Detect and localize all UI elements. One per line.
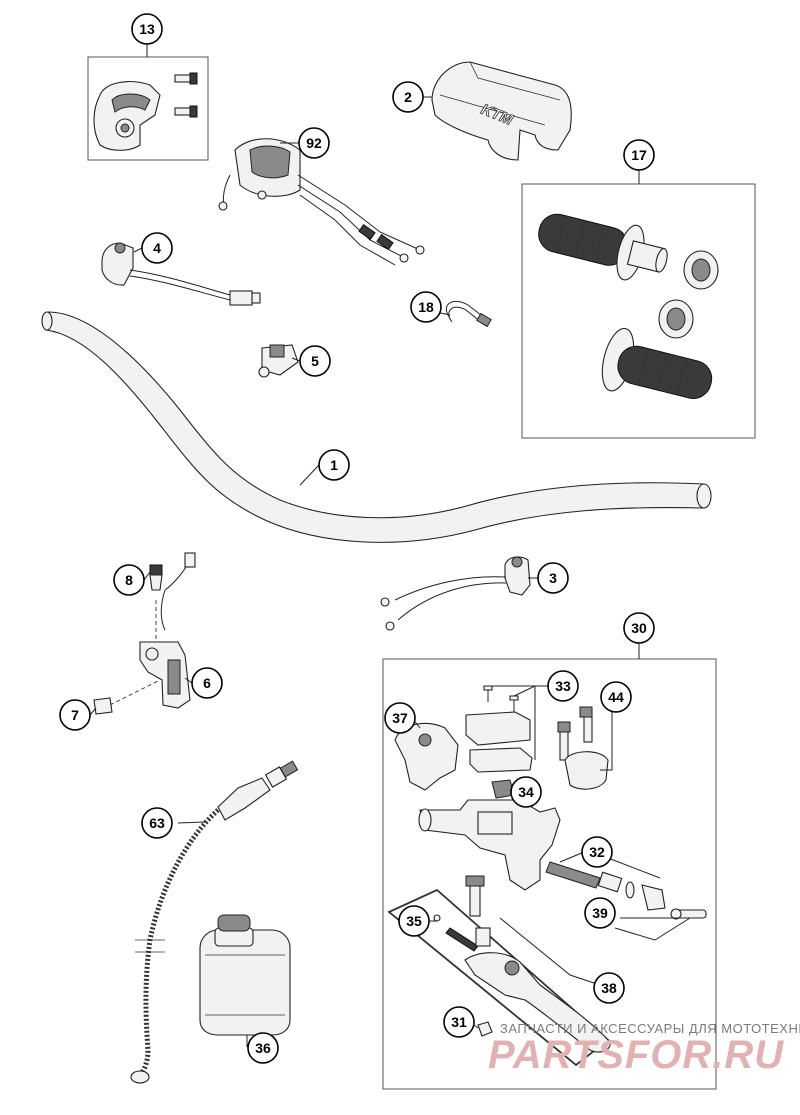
- callout-8: 8: [113, 564, 145, 596]
- throttle-assembly: [218, 138, 425, 266]
- switch-housing: [93, 72, 198, 151]
- callout-38: 38: [593, 972, 625, 1004]
- watermark: ЗАПЧАСТИ И АКСЕССУАРЫ ДЛЯ МОТОТЕХНИКИ PA…: [488, 1021, 800, 1077]
- brake-line: [130, 760, 299, 1084]
- callout-31: 31: [443, 1006, 475, 1038]
- callout-label-4: 4: [153, 240, 161, 256]
- callout-label-38: 38: [601, 980, 617, 996]
- callout-label-5: 5: [311, 353, 319, 369]
- cable-tie: [445, 300, 492, 328]
- watermark-brand: PARTSFOR.RU: [488, 1033, 784, 1077]
- callout-13: 13: [131, 13, 163, 45]
- watermark-subtitle: ЗАПЧАСТИ И АКСЕССУАРЫ ДЛЯ МОТОТЕХНИКИ: [500, 1021, 800, 1036]
- callout-18: 18: [410, 291, 442, 323]
- callout-label-44: 44: [608, 689, 624, 705]
- callout-label-8: 8: [125, 572, 133, 588]
- callout-34: 34: [510, 776, 542, 808]
- callout-35: 35: [398, 905, 430, 937]
- callout-label-6: 6: [203, 675, 211, 691]
- callout-label-1: 1: [330, 457, 338, 473]
- callout-32: 32: [581, 836, 613, 868]
- callout-label-34: 34: [518, 784, 534, 800]
- callout-label-37: 37: [392, 710, 408, 726]
- callout-37: 37: [384, 702, 416, 734]
- callout-36: 36: [247, 1032, 279, 1064]
- kill-switch: [101, 242, 261, 306]
- clamp-part-5: [258, 344, 299, 378]
- callout-label-17: 17: [631, 147, 647, 163]
- callout-label-31: 31: [451, 1014, 467, 1030]
- callout-label-92: 92: [306, 135, 322, 151]
- callout-92: 92: [298, 127, 330, 159]
- master-cylinder-assembly: [394, 685, 707, 1053]
- callout-label-39: 39: [592, 905, 608, 921]
- callout-label-36: 36: [255, 1040, 271, 1056]
- callout-17: 17: [623, 139, 655, 171]
- callout-2: 2: [392, 81, 424, 113]
- callout-44: 44: [600, 681, 632, 713]
- brake-fluid-bottle: [199, 914, 291, 1036]
- callout-63: 63: [141, 807, 173, 839]
- handlebar: [41, 311, 712, 543]
- box-part-30: [382, 658, 717, 1090]
- callout-39: 39: [584, 897, 616, 929]
- callout-30: 30: [623, 612, 655, 644]
- callout-label-63: 63: [149, 815, 165, 831]
- box-part-13: [87, 56, 209, 161]
- callout-label-7: 7: [71, 707, 79, 723]
- callout-label-32: 32: [589, 844, 605, 860]
- callout-33: 33: [547, 670, 579, 702]
- callout-4: 4: [141, 232, 173, 264]
- callout-label-18: 18: [418, 299, 434, 315]
- callout-6: 6: [191, 667, 223, 699]
- callout-label-35: 35: [406, 913, 422, 929]
- callout-5: 5: [299, 345, 331, 377]
- hot-start-switch: [380, 556, 531, 631]
- callout-label-30: 30: [631, 620, 647, 636]
- grip-set: [538, 213, 719, 399]
- callout-label-3: 3: [549, 570, 557, 586]
- callout-label-33: 33: [555, 678, 571, 694]
- callout-label-13: 13: [139, 21, 155, 37]
- handlebar-pad: KTM: [431, 61, 572, 161]
- callout-7: 7: [59, 699, 91, 731]
- callout-label-2: 2: [404, 89, 412, 105]
- callout-1: 1: [318, 449, 350, 481]
- callout-3: 3: [537, 562, 569, 594]
- bracket-assembly: [93, 552, 196, 715]
- leader-lines: [89, 44, 691, 1047]
